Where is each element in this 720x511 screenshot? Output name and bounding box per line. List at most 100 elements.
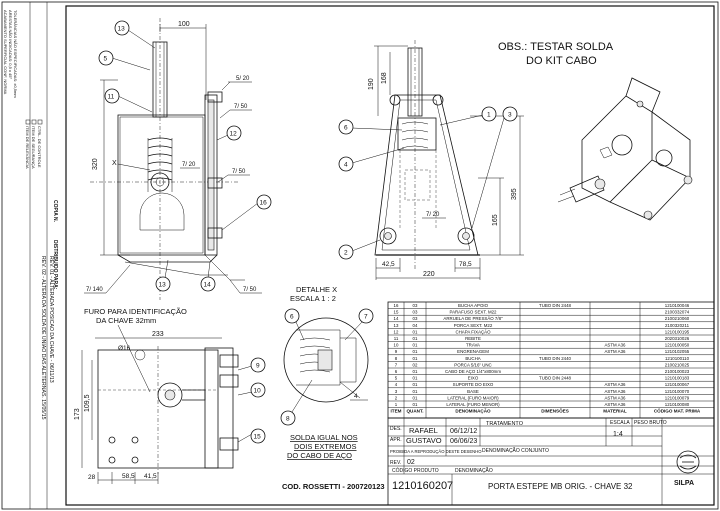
bom-cell: ENGRENAGEM — [457, 349, 489, 354]
vertical-note-3: ACABAMENTO SUPERFICIAL CONF. NORMA — [3, 10, 8, 95]
front-dim-100: 100 — [178, 21, 190, 28]
title-des-name: RAFAEL — [409, 426, 438, 435]
bom-cell: 1210102055 — [665, 349, 690, 354]
title-rev-value: 02 — [407, 459, 415, 466]
side-dim-165: 165 — [492, 214, 499, 226]
front-section-x: X — [112, 160, 117, 167]
bom-cell: ASTM A36 — [605, 343, 627, 348]
vertical-note-2: ARESTAS NÃO INDICADAS: 0,5 x 45° — [8, 10, 13, 80]
side-balloon-4: 4 — [344, 162, 348, 169]
bom-cell: LATERAL (FURO MENOR) — [446, 402, 500, 407]
bottom-dim-41-5: 41,5 — [144, 473, 157, 480]
checkbox-seguranca[interactable] — [31, 119, 37, 125]
checkbox-relevancia-label: ITEM DE RELEVÂNCIA — [25, 126, 30, 169]
bom-header: CÓDIGO MAT. PRIMA — [654, 407, 701, 414]
bom-cell: 03 — [413, 316, 418, 321]
title-escala-value: 1:4 — [613, 431, 623, 438]
checkbox-controle-label: CTRL. DE CONTROLE — [37, 126, 42, 168]
front-balloon-5: 5 — [104, 56, 108, 63]
bottom-balloon-9: 9 — [256, 363, 260, 370]
bottom-dim-58-5: 58,5 — [122, 473, 135, 480]
weld-7-20-front: 7/ 20 — [182, 162, 196, 168]
bom-cell: ASTM A36 — [605, 389, 627, 394]
bom-cell: 2100100023 — [665, 369, 690, 374]
bom-cell: 1210100195 — [665, 329, 690, 334]
bottom-dim-phi16: Ø16 — [118, 345, 131, 352]
bom-cell: REBITE — [465, 336, 481, 341]
bom-cell: BUCHA — [465, 356, 480, 361]
furo-label-1: FURO PARA IDENTIFICAÇÃO — [84, 307, 187, 316]
weld-7-50-c: 7/ 50 — [243, 287, 257, 293]
bom-cell: 1210100067 — [665, 382, 690, 387]
bom-header: DENOMINAÇÃO — [455, 408, 491, 414]
bom-cell: 03 — [413, 310, 418, 315]
bom-cell: 1210100046 — [665, 303, 690, 308]
bom-cell: 2020310026 — [665, 336, 690, 341]
bom-cell: PARAFUSO SEXT. M22 — [449, 310, 497, 315]
bom-cell: 8 — [395, 356, 398, 361]
cod-rossetti: COD. ROSSETTI - 200720123 — [282, 482, 385, 491]
bom-cell: 3 — [395, 389, 398, 394]
detail-x: DETALHE X ESCALA 1 : 2 4 6 7 8 SOLDA IGU… — [280, 285, 374, 460]
detail-note-1: SOLDA IGUAL NOS — [290, 433, 358, 442]
front-dim-320: 320 — [92, 158, 99, 170]
bom-cell: 10 — [394, 343, 399, 348]
checkbox-controle[interactable] — [37, 119, 43, 125]
bom-cell: TUBO DIN 2440 — [539, 356, 572, 361]
front-balloon-11: 11 — [108, 94, 115, 101]
front-balloon-14: 14 — [204, 282, 212, 289]
title-denominacao-value: PORTA ESTEPE MB ORIG. - CHAVE 32 — [488, 482, 633, 491]
title-apr-name: GUSTAVO — [406, 436, 442, 445]
bom-cell: 2100332074 — [665, 310, 690, 315]
front-balloon-12: 12 — [230, 131, 238, 138]
bom-cell: 2100320211 — [665, 323, 690, 328]
bom-cell: 01 — [413, 356, 418, 361]
bom-cell: ASTM A36 — [605, 382, 627, 387]
bom-cell: 1 — [395, 402, 398, 407]
title-apr-date: 06/06/23 — [450, 438, 477, 445]
checkbox-relevancia[interactable] — [25, 119, 31, 125]
bom-cell: ASTM A36 — [605, 349, 627, 354]
title-tratamento: TRATAMENTO — [486, 421, 524, 427]
bom-header: QUANT. — [406, 409, 423, 414]
bom-cell: 2100210025 — [665, 362, 690, 367]
bottom-dim-109: 109,5 — [84, 394, 91, 412]
bom-header: DIMENSÕES — [541, 408, 569, 414]
bottom-dim-233: 233 — [152, 331, 164, 338]
side-balloon-6: 6 — [344, 125, 348, 132]
bom-cell: 01 — [413, 343, 418, 348]
bom-cell: 1210100070 — [665, 389, 690, 394]
bom-cell: PORCA SEXT. M22 — [454, 323, 493, 328]
detail-scale: ESCALA 1 : 2 — [290, 294, 336, 303]
bom-cell: 1210100080 — [665, 402, 690, 407]
side-dim-190: 190 — [368, 78, 375, 90]
bom-cell: 9 — [395, 349, 398, 354]
bom-cell: 03 — [413, 303, 418, 308]
bom-cell: PORCA 5/16" UNC — [454, 362, 491, 367]
rev-note-2: REV. 02 - ALTERA DA SOLDA DE UNIAO DAS A… — [40, 256, 46, 420]
side-dim-42-5: 42,5 — [382, 261, 395, 268]
detail-note-3: DO CABO DE AÇO — [287, 451, 352, 460]
bom-cell: ASTM A36 — [605, 402, 627, 407]
bom-cell: 01 — [413, 369, 418, 374]
bottom-dim-173: 173 — [74, 408, 81, 420]
title-des-label: DES. — [390, 426, 402, 432]
bom-cell: CHAPA FIXAÇÃO — [455, 329, 491, 334]
bom-cell: TRAVA — [466, 343, 480, 348]
side-shaft — [407, 47, 423, 117]
bom-cell: 14 — [394, 316, 399, 321]
bom-cell: SUPORTE DO EIXO — [453, 382, 494, 387]
bom-cell: BUCHA APOIO — [458, 303, 489, 308]
weld-7-140: 7/ 140 — [86, 287, 103, 293]
weld-5-20: 5/ 20 — [236, 76, 250, 82]
note-line-2: DO KIT CABO — [526, 55, 597, 67]
checkbox-seguranca-label: ITEM DE SEGURANÇA — [31, 126, 36, 169]
bom-cell: 11 — [394, 336, 399, 341]
detail-balloon-7: 7 — [364, 314, 368, 321]
detail-title: DETALHE X — [296, 285, 337, 294]
bom-cell: 1210100110 — [665, 356, 690, 361]
bom-cell: ARRUELA DE PRESSÃO 7/8" — [443, 316, 503, 321]
bottom-dim-28: 28 — [88, 474, 96, 481]
